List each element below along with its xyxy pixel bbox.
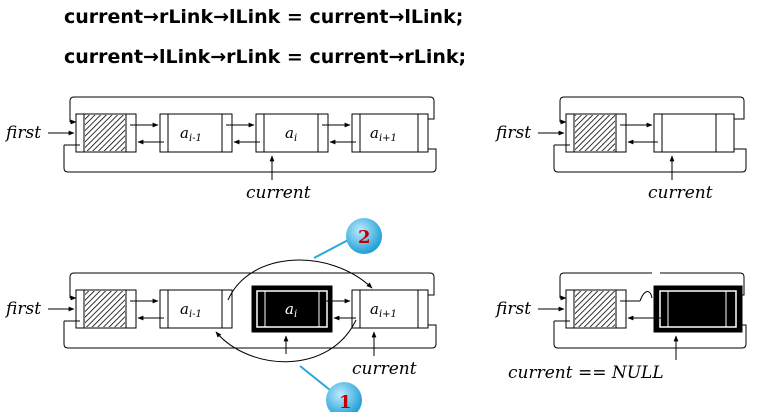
list-before-delete: ai-1 ai ai+1 first current [4,96,437,203]
list-single-node: first current [494,96,747,203]
node-a-prev: ai-1 [159,113,233,153]
head-node [75,113,137,153]
svg-text:ai-1: ai-1 [180,300,202,320]
code-line-2: current→lLink→rLink = current→rLink; [64,46,467,68]
first-label-right: first [494,123,531,143]
current-label: current [246,183,311,203]
node-a-cur-removed: ai [251,285,333,333]
current-label-bottom: current [352,359,417,379]
node-a-next: ai+1 [351,113,429,153]
svg-text:ai: ai [285,300,297,320]
head-node-right [565,113,627,153]
head-node-bottom [75,289,137,329]
node-a-prev-bottom: ai-1 [159,289,233,329]
first-label-after: first [494,299,531,319]
step-1-badge: 1 [299,365,362,412]
node-a-cur: ai [255,113,329,153]
code-line-1: current→rLink→lLink = current→lLink; [64,6,464,28]
llink-bypass-arrow [215,319,357,363]
current-null-label: current == NULL [508,363,664,383]
node-removed-after [653,285,743,333]
svg-text:ai: ai [285,124,297,144]
rlink-bypass-arrow [227,259,373,301]
svg-text:2: 2 [358,227,371,248]
step-2-badge: 2 [313,218,382,259]
first-label: first [4,123,41,143]
list-after-delete: first current == NULL [494,272,747,383]
svg-text:ai+1: ai+1 [370,300,397,320]
svg-text:ai+1: ai+1 [370,124,397,144]
node-only [653,113,735,153]
svg-text:ai-1: ai-1 [180,124,202,144]
svg-text:1: 1 [339,392,352,412]
node-a-next-bottom: ai+1 [351,289,429,329]
head-node-after [565,289,627,329]
current-label-right: current [648,183,713,203]
list-during-delete: ai-1 ai ai+1 first current [4,218,437,412]
first-label-bottom: first [4,299,41,319]
